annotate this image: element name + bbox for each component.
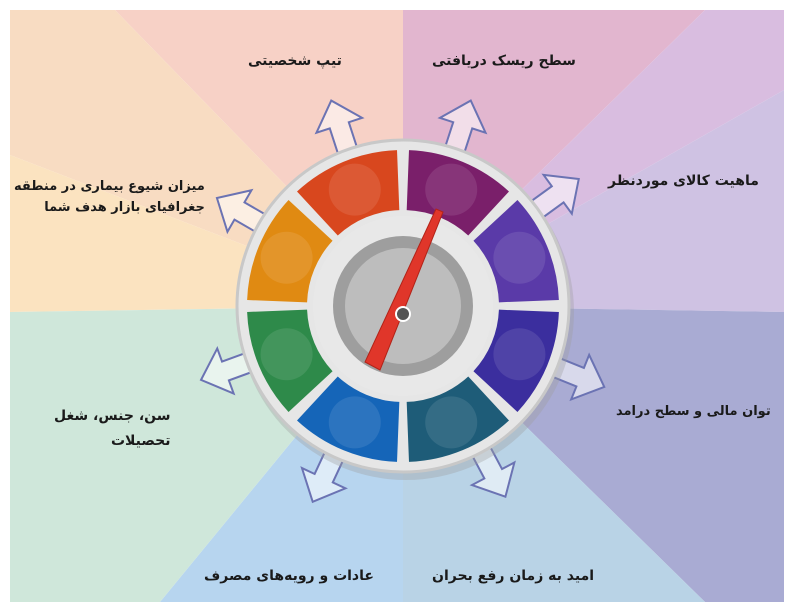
segment-bottom-left bbox=[297, 376, 400, 462]
label-disease-prevalence: میزان شیوع بیماری در منطقه جغرافیای بازا… bbox=[14, 176, 205, 219]
label-consumption-habits: عادات و رویه‌های مصرف bbox=[204, 568, 374, 584]
segment-top-right bbox=[406, 150, 509, 236]
segment-top-right-highlight bbox=[425, 163, 478, 216]
needle-pivot bbox=[395, 306, 411, 322]
segment-right-bottom-highlight bbox=[493, 328, 546, 381]
segment-right-bottom bbox=[473, 309, 559, 412]
segment-top-left bbox=[297, 150, 400, 236]
label-disease-line1: میزان شیوع بیماری در منطقه bbox=[14, 179, 205, 194]
segment-left-bottom bbox=[247, 309, 333, 412]
dial bbox=[235, 138, 574, 480]
segment-left-bottom-highlight bbox=[260, 328, 313, 381]
label-risk-level: سطح ریسک دریافتی bbox=[432, 53, 576, 69]
label-demographics: سن، جنس، شغل تحصیلات bbox=[54, 404, 171, 453]
label-demographics-line2: تحصیلات bbox=[110, 432, 171, 449]
needle-icon bbox=[364, 208, 444, 371]
label-demographics-line1: سن، جنس، شغل bbox=[54, 408, 171, 424]
segment-bottom-left-highlight bbox=[328, 396, 381, 449]
label-personality-type: تیپ شخصیتی bbox=[248, 53, 342, 69]
label-product-nature: ماهیت کالای موردنظر bbox=[608, 173, 759, 189]
label-disease-line2: جغرافیای بازار هدف شما bbox=[44, 200, 205, 216]
segment-top-left-highlight bbox=[328, 163, 381, 216]
segment-right-top bbox=[473, 200, 559, 303]
label-income-level: توان مالی و سطح درامد bbox=[616, 404, 771, 419]
segment-left-top bbox=[247, 200, 333, 303]
segment-left-top-highlight bbox=[260, 231, 313, 284]
segment-right-top-highlight bbox=[493, 231, 546, 284]
label-crisis-hope: امید به زمان رفع بحران bbox=[432, 568, 595, 584]
segment-bottom-right-highlight bbox=[425, 396, 478, 449]
segment-bottom-right bbox=[406, 376, 509, 462]
